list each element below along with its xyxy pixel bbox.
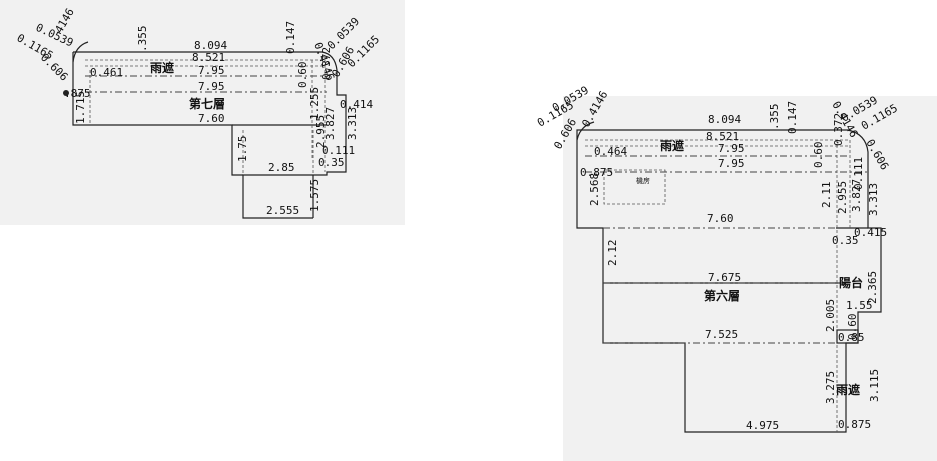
dim-label: 7.95: [198, 80, 225, 93]
dim-label: 8.094: [708, 113, 741, 126]
seventh-floor-outline: [73, 51, 347, 219]
sixth-floor-panel: [563, 96, 937, 461]
dim-label: 0.60: [846, 314, 859, 341]
dim-label: 0.606: [38, 51, 71, 84]
marker-dot: [63, 90, 69, 96]
dim-label: 2.005: [824, 299, 837, 332]
rain-shelter-label: 雨遮: [836, 382, 860, 397]
dim-label: .355: [136, 26, 149, 53]
seventh-floor-plan: 8.094 8.521 7.95 7.95 7.60 雨遮 第七層 .875 0…: [15, 6, 382, 219]
dim-label: 0.147: [284, 21, 297, 54]
dim-label: 0.875: [838, 418, 871, 431]
seventh-corner-arc: [72, 41, 89, 63]
sixth-floor-plan: 8.094 8.521 7.95 7.95 雨遮 0.464 0.875 機房 …: [535, 83, 900, 433]
rain-shelter-label: 雨遮: [660, 138, 684, 153]
seventh-floor-panel: [0, 0, 405, 225]
dim-label: 7.60: [707, 212, 734, 225]
balcony-notch: [836, 329, 859, 344]
dim-label: 0.372: [320, 47, 333, 80]
dim-label: 0.85: [838, 331, 865, 344]
machine-room-box: [603, 169, 666, 205]
dim-label: 7.95: [198, 64, 225, 77]
dim-label: 1.55: [846, 299, 873, 312]
dim-label: 2.11: [820, 182, 833, 209]
dim-label: 2.12: [606, 240, 619, 267]
dim-label: 2.365: [866, 271, 879, 304]
dim-label: .875: [64, 87, 91, 100]
dim-label: 3.827: [324, 107, 337, 140]
dim-label: 7.60: [198, 112, 225, 125]
dim-label: 1.75: [236, 136, 249, 163]
dim-label: 4.975: [746, 419, 779, 432]
dim-label: 0.372: [832, 113, 845, 146]
floor-label: 第六層: [704, 288, 740, 303]
dim-label: 7.675: [708, 271, 741, 284]
dim-label: 3.313: [346, 107, 359, 140]
dim-label: 2.85: [268, 161, 295, 174]
dim-label: 8.521: [706, 130, 739, 143]
dim-label: 0.147: [786, 101, 799, 134]
dim-label: 2.955: [314, 115, 327, 148]
dim-label: 3.275: [824, 371, 837, 404]
dim-label: 8.094: [194, 39, 227, 52]
dim-label: 0.35: [318, 156, 345, 169]
dim-label: 0.111: [322, 144, 355, 157]
dim-label: 0.875: [580, 166, 613, 179]
dim-label: 0.606: [551, 116, 579, 151]
dim-label: 7.95: [718, 157, 745, 170]
dim-label: 0.35: [832, 234, 859, 247]
dim-label: 0.111: [852, 157, 865, 190]
dim-label: 3.827: [850, 179, 863, 212]
dim-label: 0.60: [296, 62, 309, 89]
dim-label: 0.464: [594, 145, 627, 158]
sixth-corner-arc: [576, 121, 595, 141]
dim-label: 0.415: [854, 226, 887, 239]
dim-label: 2.555: [266, 204, 299, 217]
dim-label: 4146: [52, 6, 77, 35]
dim-label: 0.60: [812, 142, 825, 169]
dim-label: 0.461: [90, 66, 123, 79]
dim-label: 2.955: [836, 181, 849, 214]
dim-label: 1.715: [74, 91, 87, 124]
balcony-label: 陽台: [839, 275, 863, 290]
dim-label: 7.95: [718, 142, 745, 155]
machine-room-label: 機房: [636, 176, 650, 185]
dim-label: 1.255: [308, 87, 321, 120]
dim-label: .355: [768, 104, 781, 131]
dim-label: 1.575: [308, 179, 321, 212]
dim-label: 2.568: [588, 173, 601, 206]
rain-shelter-label: 雨遮: [150, 60, 174, 75]
dim-label: 8.521: [192, 51, 225, 64]
dim-label: 0.414: [340, 98, 373, 111]
dim-label: 3.115: [868, 369, 881, 402]
floor-label: 第七層: [189, 96, 225, 111]
dim-label: 3.313: [867, 183, 880, 216]
dim-label: 7.525: [705, 328, 738, 341]
